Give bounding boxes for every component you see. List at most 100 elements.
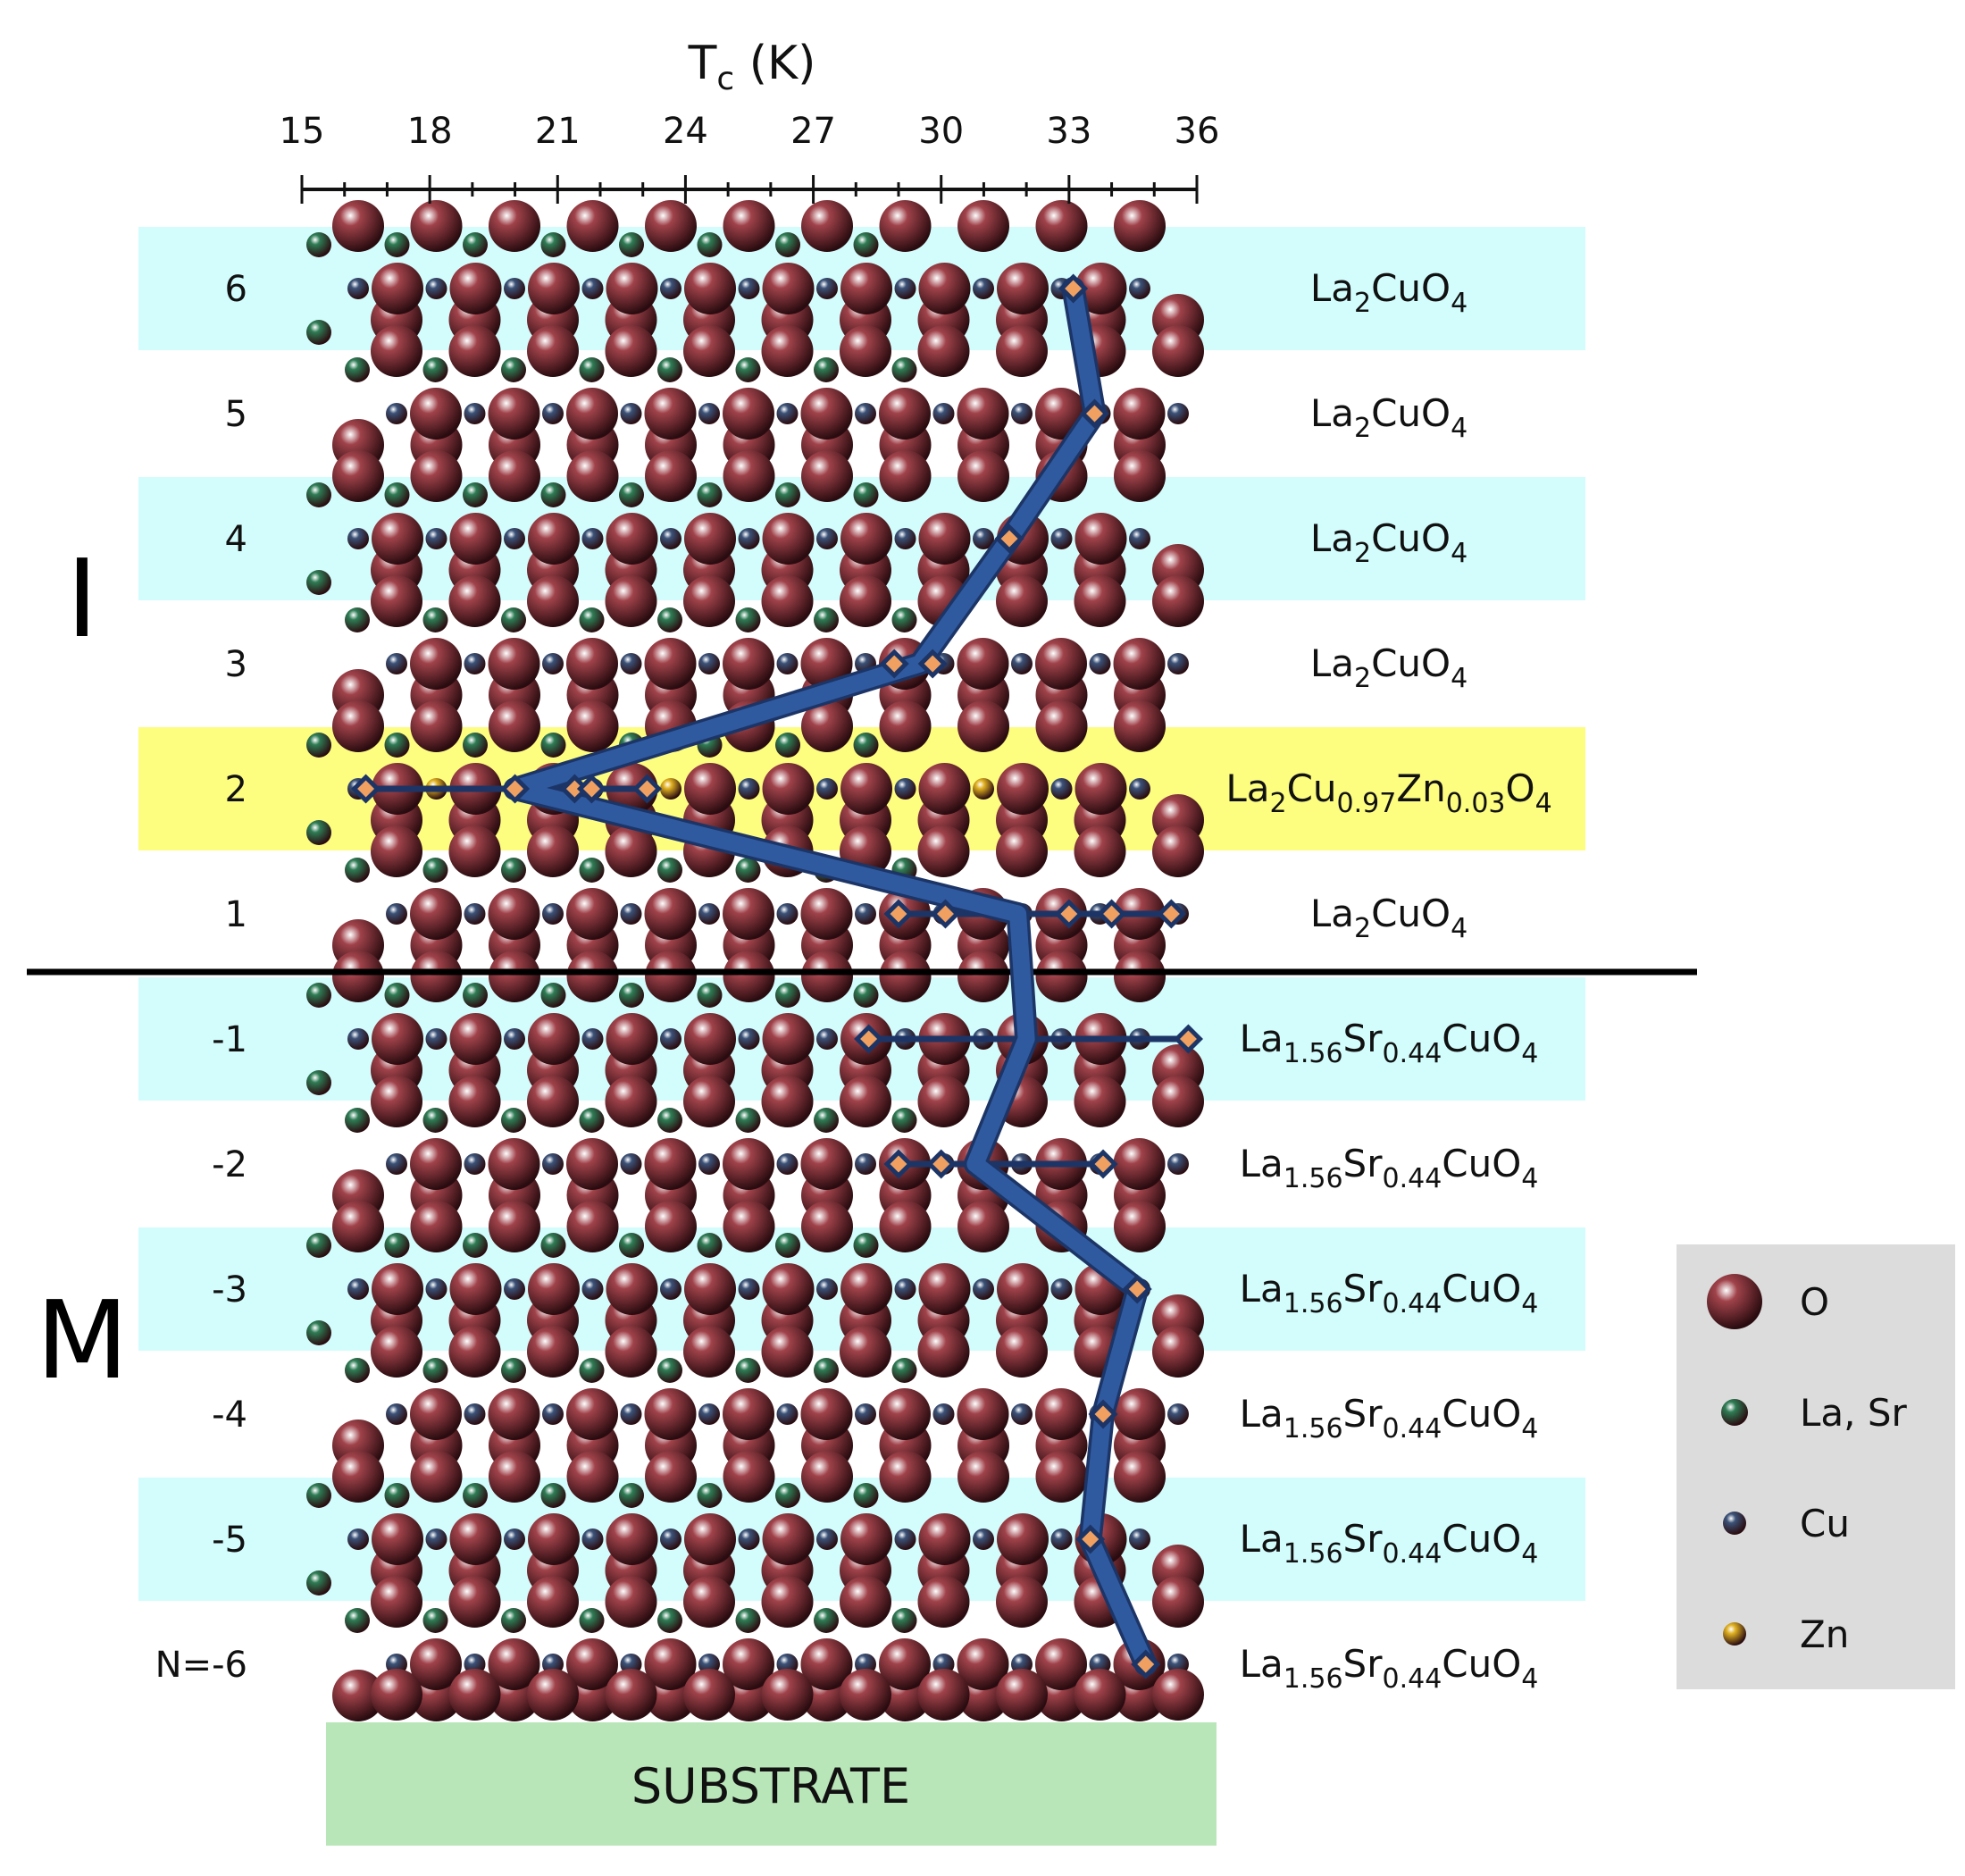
oxygen-atom — [840, 1576, 891, 1628]
formula-subscript: 2 — [1354, 913, 1371, 944]
oxygen-atom — [957, 638, 1009, 690]
la-sr-atom — [306, 482, 331, 507]
cu-atom — [894, 1528, 916, 1550]
cu-atom — [386, 403, 407, 424]
oxygen-atom — [761, 1576, 814, 1628]
oxygen-atom — [488, 638, 540, 690]
la-sr-atom — [501, 1608, 526, 1633]
oxygen-atom — [489, 450, 540, 502]
layer-number: 1 — [225, 894, 247, 935]
oxygen-atom — [996, 325, 1048, 377]
axis-tick-label: 21 — [535, 111, 581, 152]
oxygen-atom — [917, 825, 970, 877]
formula-text: Sr — [1343, 1517, 1384, 1561]
oxygen-atom — [957, 700, 1009, 752]
la-sr-atom — [463, 482, 488, 507]
oxygen-atom — [997, 1513, 1049, 1565]
cu-atom — [504, 1028, 525, 1050]
la-sr-atom — [463, 733, 488, 758]
tc-marker — [1079, 398, 1110, 429]
cu-atom — [425, 528, 447, 549]
oxygen-atom — [800, 1138, 853, 1190]
cu-atom — [660, 1028, 681, 1050]
formula-text: La — [1240, 1517, 1284, 1561]
formula-subscript: 1.56 — [1284, 1288, 1343, 1319]
la-sr-atom — [501, 357, 526, 382]
formula-text: Sr — [1343, 1267, 1384, 1311]
oxygen-atom — [684, 1263, 736, 1315]
tc-marker — [500, 774, 531, 804]
la-sr-atom — [657, 1608, 682, 1633]
la-sr-atom — [853, 1483, 879, 1508]
cu-atom — [464, 1153, 486, 1175]
oxygen-atom — [1035, 200, 1088, 252]
cu-atom — [1050, 528, 1073, 549]
oxygen-atom — [1152, 575, 1204, 627]
la-sr-atom — [501, 1358, 526, 1383]
oxygen-atom — [332, 450, 384, 502]
layer-formula: La1.56Sr0.44CuO4 — [1240, 1017, 1539, 1069]
la-sr-atom — [306, 983, 331, 1008]
la-sr-atom — [775, 1233, 800, 1258]
oxygen-atom — [645, 1451, 697, 1503]
cu-atom — [1129, 778, 1150, 800]
oxygen-atom — [957, 1388, 1009, 1440]
la-sr-atom — [306, 1070, 331, 1095]
layer-number: 6 — [225, 269, 247, 310]
oxygen-atom — [840, 763, 892, 815]
la-sr-atom — [579, 357, 605, 382]
oxygen-atom — [1152, 1576, 1204, 1628]
oxygen-atom — [371, 1326, 422, 1378]
substrate-block — [326, 1722, 1217, 1846]
oxygen-atom — [800, 388, 853, 440]
formula-text: CuO — [1442, 1517, 1521, 1561]
cu-atom — [660, 1278, 681, 1300]
la-sr-atom — [735, 357, 761, 382]
oxygen-atom — [332, 1201, 384, 1252]
oxygen-atom — [1074, 263, 1127, 314]
tc-marker — [854, 1024, 884, 1054]
la-sr-atom — [422, 607, 448, 632]
cu-atom — [542, 903, 564, 925]
cu-atom — [504, 1528, 525, 1550]
formula-subscript: 0.44 — [1382, 1163, 1442, 1194]
oxygen-atom — [410, 888, 462, 940]
oxygen-atom — [605, 1669, 657, 1721]
la-sr-atom — [891, 607, 917, 632]
oxygen-atom — [527, 1576, 579, 1628]
oxygen-atom — [1152, 325, 1204, 377]
oxygen-atom — [1074, 1076, 1126, 1127]
oxygen-atom — [801, 700, 853, 752]
la-sr-atom — [657, 1108, 682, 1133]
la-sr-atom — [463, 232, 488, 257]
la-sr-atom — [579, 1358, 605, 1383]
layer-formula: La1.56Sr0.44CuO4 — [1240, 1517, 1539, 1570]
formula-subscript: 0.44 — [1382, 1538, 1442, 1570]
oxygen-atom — [840, 263, 892, 314]
oxygen-atom — [332, 200, 384, 252]
layer-number: -2 — [212, 1144, 247, 1185]
formula-subscript: 0.44 — [1382, 1288, 1442, 1319]
oxygen-atom — [684, 1013, 736, 1065]
oxygen-atom — [801, 1451, 853, 1503]
oxygen-atom — [997, 763, 1049, 815]
oxygen-atom — [371, 1669, 422, 1721]
oxygen-atom — [488, 1388, 540, 1440]
oxygen-atom — [684, 1513, 736, 1565]
oxygen-atom — [566, 200, 619, 252]
layer-formulas: La2CuO4La2CuO4La2CuO4La2CuO4La2Cu0.97Zn0… — [1225, 266, 1551, 1695]
formula-subscript: 2 — [1354, 288, 1371, 319]
formula-text: CuO — [1442, 1142, 1521, 1185]
formula-text: La — [1310, 391, 1354, 435]
oxygen-atom — [528, 513, 580, 565]
cu-atom — [1167, 1153, 1189, 1175]
axis-tick-label: 36 — [1175, 111, 1220, 152]
oxygen-atom — [410, 1201, 463, 1252]
oxygen-atom — [644, 1638, 697, 1690]
formula-subscript: 4 — [1451, 538, 1467, 569]
oxygen-atom — [723, 1638, 774, 1690]
substrate-label: SUBSTRATE — [631, 1758, 910, 1814]
cu-atom — [347, 1528, 369, 1550]
la-sr-atom — [384, 482, 410, 507]
cu-atom — [738, 778, 760, 800]
